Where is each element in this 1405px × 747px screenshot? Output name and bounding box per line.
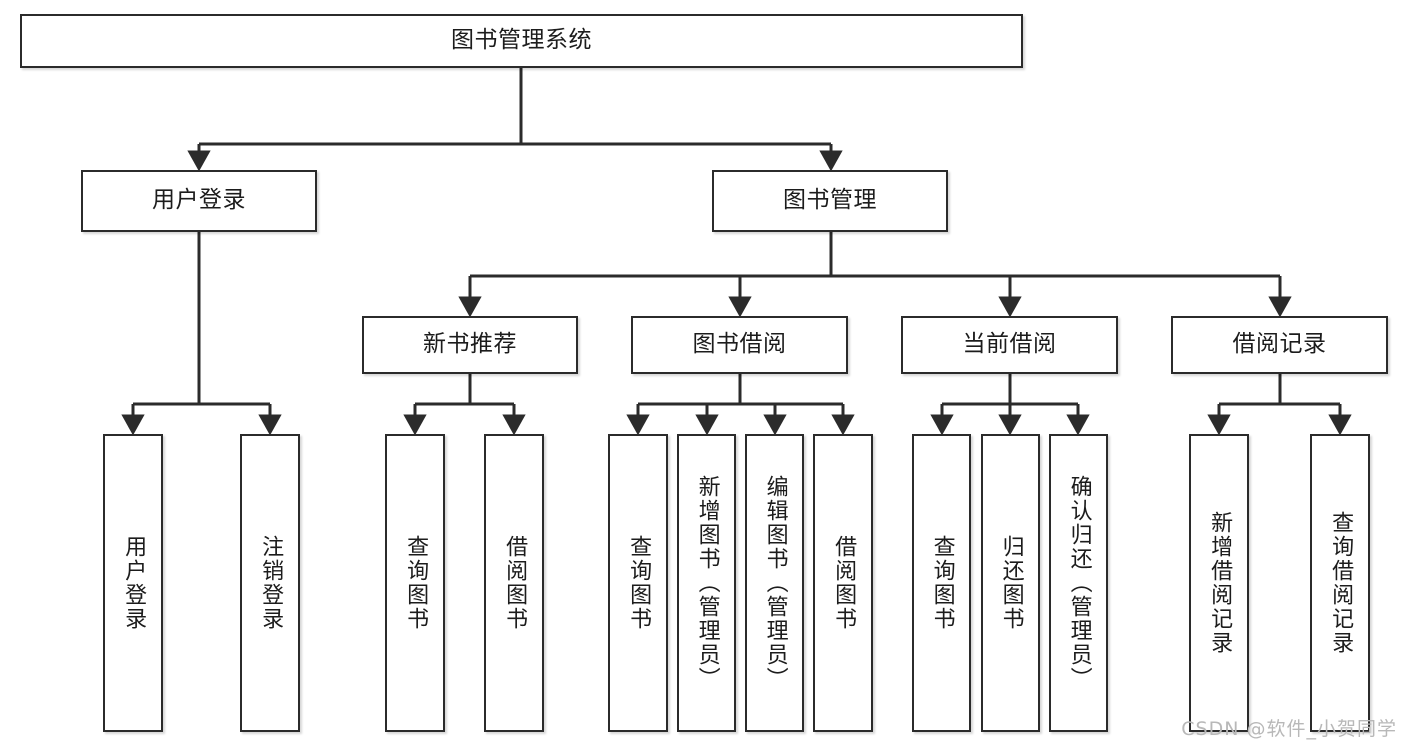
leaf-node[interactable]: 归还图书 xyxy=(981,434,1040,732)
leaf-node-label: 归还图书 xyxy=(998,535,1024,631)
leaf-node[interactable]: 查询借阅记录 xyxy=(1310,434,1370,732)
node-book-management[interactable]: 图书管理 xyxy=(712,170,948,232)
node-user-login-label: 用户登录 xyxy=(152,187,246,214)
leaf-node-label: 注销登录 xyxy=(258,535,284,631)
leaf-node-label: 查询借阅记录 xyxy=(1328,511,1354,655)
node-user-login[interactable]: 用户登录 xyxy=(81,170,317,232)
node-new-book-recommend[interactable]: 新书推荐 xyxy=(362,316,578,374)
leaf-node[interactable]: 新增借阅记录 xyxy=(1189,434,1249,732)
leaf-node-label: 借阅图书 xyxy=(502,535,528,631)
leaf-node[interactable]: 借阅图书 xyxy=(484,434,544,732)
node-root-label: 图书管理系统 xyxy=(451,27,592,54)
leaf-node[interactable]: 查询图书 xyxy=(608,434,668,732)
leaf-node-label: 查询图书 xyxy=(403,535,429,631)
watermark: CSDN @软件_小贺同学 xyxy=(1181,718,1397,740)
leaf-node-label: 确认归还（管理员） xyxy=(1066,475,1092,691)
leaf-node-label: 查询图书 xyxy=(929,535,955,631)
leaf-node[interactable]: 新增图书（管理员） xyxy=(677,434,736,732)
leaf-node[interactable]: 用户登录 xyxy=(103,434,163,732)
leaf-node[interactable]: 编辑图书（管理员） xyxy=(745,434,804,732)
node-borrow-record[interactable]: 借阅记录 xyxy=(1171,316,1388,374)
leaf-node-label: 新增借阅记录 xyxy=(1207,511,1233,655)
node-root[interactable]: 图书管理系统 xyxy=(20,14,1023,68)
node-book-management-label: 图书管理 xyxy=(783,187,877,214)
leaf-node[interactable]: 注销登录 xyxy=(240,434,300,732)
node-current-borrow[interactable]: 当前借阅 xyxy=(901,316,1118,374)
node-borrow-record-label: 借阅记录 xyxy=(1232,331,1327,358)
leaf-node[interactable]: 确认归还（管理员） xyxy=(1049,434,1108,732)
leaf-node[interactable]: 借阅图书 xyxy=(813,434,873,732)
leaf-node-label: 新增图书（管理员） xyxy=(694,475,720,691)
leaf-node[interactable]: 查询图书 xyxy=(912,434,971,732)
node-book-borrow-label: 图书借阅 xyxy=(692,331,787,358)
node-new-book-recommend-label: 新书推荐 xyxy=(423,331,517,358)
leaf-node-label: 查询图书 xyxy=(626,535,652,631)
node-book-borrow[interactable]: 图书借阅 xyxy=(631,316,848,374)
leaf-node-label: 用户登录 xyxy=(121,535,147,631)
node-current-borrow-label: 当前借阅 xyxy=(962,331,1057,358)
leaf-node-label: 借阅图书 xyxy=(831,535,857,631)
leaf-node-label: 编辑图书（管理员） xyxy=(762,475,788,691)
leaf-node[interactable]: 查询图书 xyxy=(385,434,445,732)
